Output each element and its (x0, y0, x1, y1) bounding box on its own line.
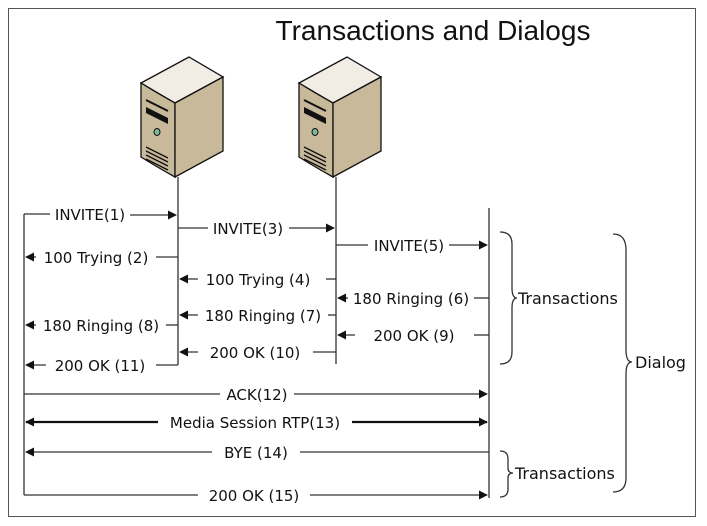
msg-label: INVITE(3) (213, 220, 283, 238)
server-2-icon (297, 56, 383, 179)
transactions-label-1: Transactions (517, 289, 618, 308)
msg-label: 180 Ringing (6) (353, 290, 469, 308)
msg-label: 200 OK (15) (209, 487, 300, 505)
msg-label: INVITE(5) (374, 237, 444, 255)
dialog-label: Dialog (635, 353, 686, 372)
msg-label: 200 OK (9) (373, 327, 454, 345)
transactions-brace-1 (499, 231, 518, 365)
msg-label: 180 Ringing (8) (43, 317, 159, 335)
msg-label: 100 Trying (2) (44, 249, 149, 267)
transactions-brace-2 (499, 450, 514, 498)
msg-label: Media Session RTP(13) (170, 414, 340, 432)
msg-label: 200 OK (11) (55, 357, 146, 375)
msg-label: 200 OK (10) (210, 344, 301, 362)
diagram-frame (8, 8, 696, 517)
msg-label: BYE (14) (224, 444, 288, 462)
server-1-icon (139, 56, 225, 179)
msg-label: ACK(12) (226, 386, 287, 404)
msg-label: 180 Ringing (7) (205, 307, 321, 325)
msg-label: INVITE(1) (55, 206, 125, 224)
dialog-brace (612, 233, 633, 493)
diagram-title: Transactions and Dialogs (276, 15, 591, 46)
transactions-label-2: Transactions (514, 464, 615, 483)
msg-label: 100 Trying (4) (206, 271, 311, 289)
